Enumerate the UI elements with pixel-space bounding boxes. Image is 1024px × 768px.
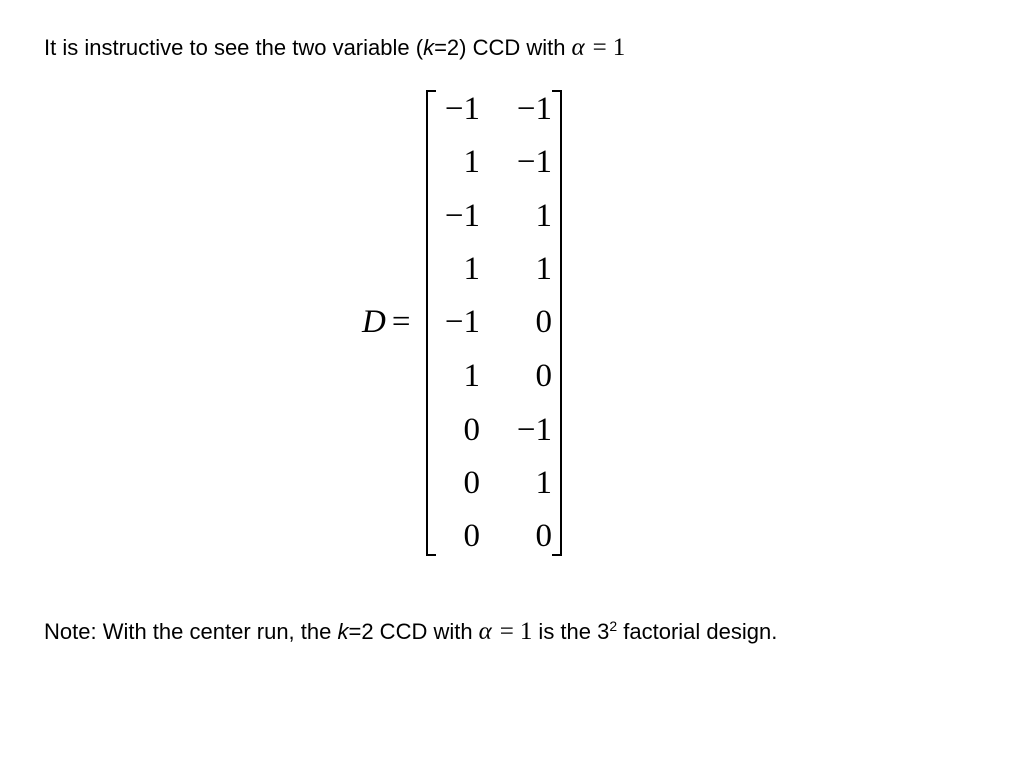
matrix-cell: −1	[444, 304, 480, 340]
intro-text-mid: =2) CCD with	[434, 35, 566, 60]
note-alpha-value: 1	[519, 618, 533, 645]
matrix-cell: 0	[535, 518, 553, 554]
matrix-cell: 0	[463, 465, 481, 501]
matrix-cell: 1	[463, 251, 481, 287]
intro-alpha-symbol: α	[571, 34, 585, 61]
note-superscript: 2	[609, 618, 618, 634]
note-sentence: Note: With the center run, the k=2 CCD w…	[44, 618, 777, 646]
intro-k-variable: k	[423, 35, 435, 60]
note-text-after: is the 3	[532, 619, 610, 644]
matrix-cell: −1	[444, 198, 480, 234]
intro-text-before: It is instructive to see the two variabl…	[44, 35, 424, 60]
matrix-cell: 1	[535, 251, 553, 287]
matrix-name: D	[362, 304, 386, 340]
intro-alpha-value: 1	[612, 34, 626, 61]
matrix-cell: −1	[516, 412, 552, 448]
note-alpha-symbol: α	[478, 618, 492, 645]
matrix-cell: 1	[463, 144, 481, 180]
matrix-label: D=	[362, 302, 410, 342]
matrix-cell: −1	[516, 144, 552, 180]
matrix-equals-sign: =	[391, 304, 411, 340]
note-text-mid: =2 CCD with	[348, 619, 473, 644]
matrix-cell: −1	[444, 91, 480, 127]
matrix-cell: 1	[463, 358, 481, 394]
matrix-cell: 0	[535, 304, 553, 340]
matrix-left-bracket	[426, 90, 436, 556]
matrix-cell: −1	[516, 91, 552, 127]
intro-alpha-expression: α =1	[571, 34, 625, 61]
note-text-before: Note: With the center run, the	[44, 619, 338, 644]
note-equals-sign: =	[499, 618, 514, 645]
matrix-cell: 1	[535, 465, 553, 501]
intro-equals-sign: =	[592, 34, 607, 61]
note-text-end: factorial design.	[617, 619, 778, 644]
note-alpha-expression: α =1	[479, 618, 533, 645]
matrix-cell: 0	[535, 358, 553, 394]
matrix-cell: 1	[535, 198, 553, 234]
matrix-cell: 0	[463, 412, 481, 448]
matrix-cell: 0	[463, 518, 481, 554]
intro-sentence: It is instructive to see the two variabl…	[44, 34, 625, 62]
matrix-right-bracket	[552, 90, 562, 556]
note-k-variable: k	[337, 619, 349, 644]
